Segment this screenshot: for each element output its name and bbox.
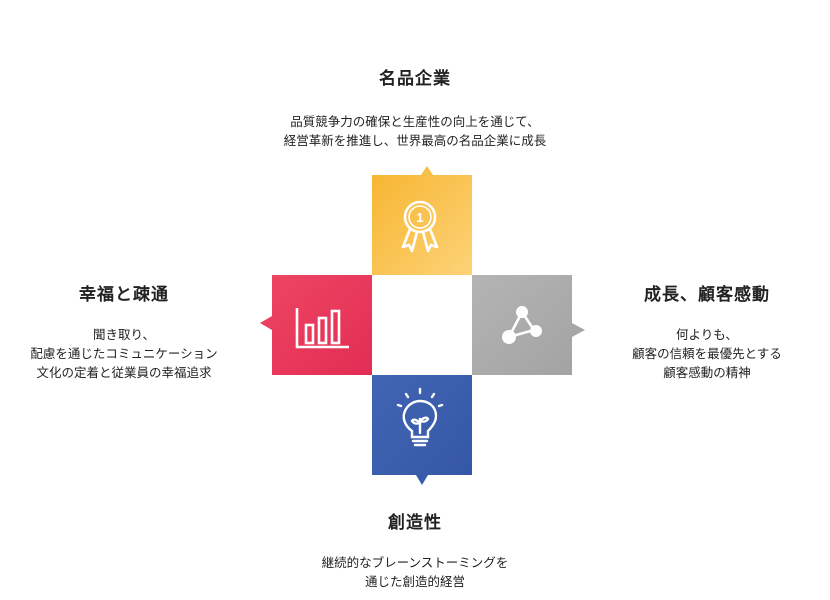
left-value-line: 聞き取り、 [92, 327, 155, 342]
right-value-title: 成長、顧客感動 [644, 285, 770, 305]
bottom-value-title: 創造性 [388, 513, 442, 533]
bottom-value-block: 創造性 継続的なブレーンストーミングを 通じた創造的経営 [215, 508, 615, 591]
bottom-value-description: 継続的なブレーンストーミングを 通じた創造的経営 [215, 553, 615, 591]
left-value-title: 幸福と疎通 [79, 285, 169, 305]
lightbulb-icon [396, 387, 444, 447]
top-value-line: 品質競争力の確保と生産性の向上を通じて、 [290, 114, 540, 129]
right-value-line: 顧客の信頼を最優先とする [632, 346, 782, 361]
svg-text:1: 1 [416, 210, 423, 225]
top-value-title: 名品企業 [379, 69, 451, 89]
network-nodes-icon [502, 306, 542, 344]
right-value-line: 何よりも、 [676, 327, 738, 342]
top-value-line: 経営革新を推進し、世界最高の名品企業に成長 [283, 133, 547, 148]
left-tile-bubble [260, 275, 372, 375]
top-value-description: 品質競争力の確保と生産性の向上を通じて、 経営革新を推進し、世界最高の名品企業に… [215, 112, 615, 150]
center-square [372, 275, 472, 375]
right-value-block: 成長、顧客感動 何よりも、 顧客の信頼を最優先とする 顧客感動の精神 [592, 280, 822, 382]
left-tile [260, 275, 372, 375]
right-value-description: 何よりも、 顧客の信頼を最優先とする 顧客感動の精神 [592, 325, 822, 382]
left-value-description: 聞き取り、 配慮を通じたコミュニケーション 文化の定着と従業員の幸福追求 [0, 325, 248, 382]
top-tile-bubble [372, 166, 472, 275]
right-tile [472, 275, 585, 375]
bottom-tile [372, 375, 472, 485]
top-tile: 1 [372, 166, 472, 275]
right-value-line: 顧客感動の精神 [663, 365, 751, 380]
top-value-block: 名品企業 品質競争力の確保と生産性の向上を通じて、 経営革新を推進し、世界最高の… [215, 64, 615, 150]
left-value-line: 文化の定着と従業員の幸福追求 [36, 365, 212, 380]
right-tile-bubble [472, 275, 585, 375]
bottom-value-line: 通じた創造的経営 [364, 574, 465, 589]
bottom-value-line: 継続的なブレーンストーミングを [321, 555, 509, 570]
bottom-tile-bubble [372, 375, 472, 485]
bar-chart-icon [295, 308, 349, 349]
left-value-block: 幸福と疎通 聞き取り、 配慮を通じたコミュニケーション 文化の定着と従業員の幸福… [0, 280, 248, 382]
award-medal-icon: 1 [401, 200, 439, 253]
left-value-line: 配慮を通じたコミュニケーション [30, 346, 218, 361]
